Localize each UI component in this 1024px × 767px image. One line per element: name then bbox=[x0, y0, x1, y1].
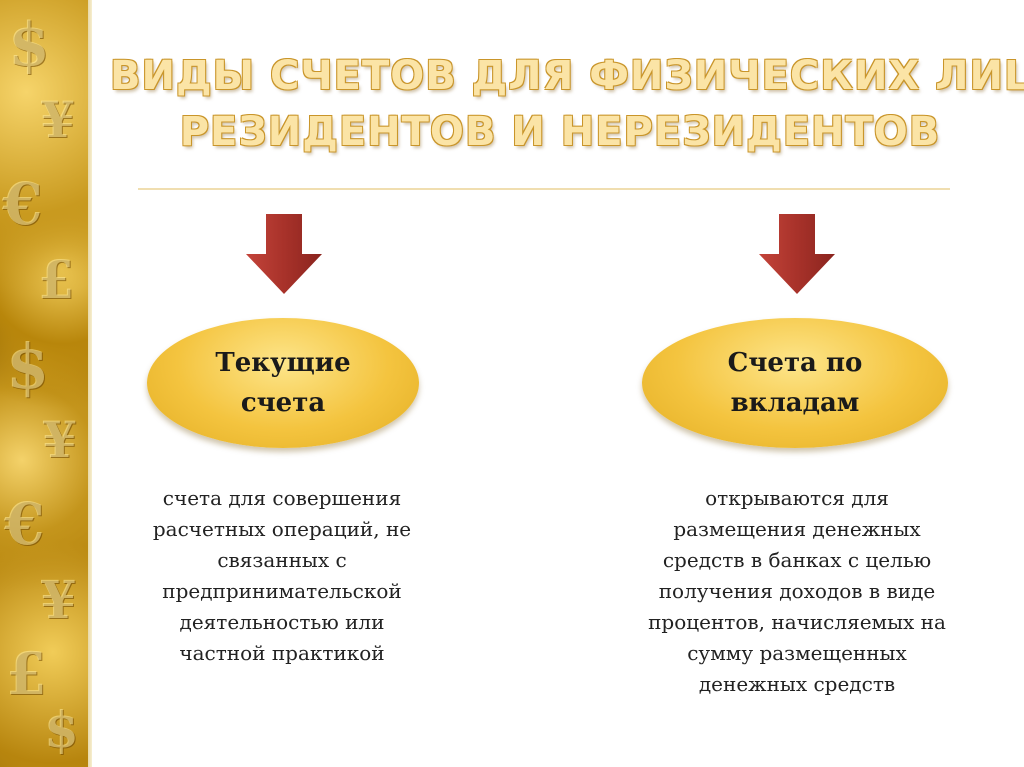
description-line: частной практикой bbox=[179, 641, 385, 665]
currency-glyph: ¥ bbox=[40, 570, 77, 631]
description-line: размещения денежных bbox=[673, 517, 921, 541]
currency-glyph: $ bbox=[6, 330, 50, 403]
description-line: деятельностью или bbox=[179, 610, 385, 634]
currency-glyph: € bbox=[2, 170, 43, 238]
deposit-accounts-node: Счета по вкладам bbox=[642, 318, 948, 448]
node-label-line: Текущие bbox=[215, 348, 351, 378]
panel-divider bbox=[88, 0, 92, 767]
current-accounts-description: счета для совершения расчетных операций,… bbox=[122, 483, 442, 669]
description-line: связанных с bbox=[217, 548, 347, 572]
currency-glyph: $ bbox=[8, 10, 50, 80]
currency-glyph: £ bbox=[6, 640, 47, 708]
description-line: предпринимательской bbox=[162, 579, 402, 603]
description-line: расчетных операций, не bbox=[152, 517, 412, 541]
arrow-down-icon bbox=[759, 214, 835, 294]
description-line: счета для совершения bbox=[162, 486, 402, 510]
current-accounts-node: Текущие счета bbox=[147, 318, 419, 448]
description-line: процентов, начисляемых на bbox=[648, 610, 946, 634]
title-line-2: РЕЗИДЕНТОВ И НЕРЕЗИДЕНТОВ bbox=[179, 109, 941, 155]
currency-glyph: ¥ bbox=[40, 90, 75, 149]
description-line: открываются для bbox=[705, 486, 889, 510]
currency-glyph: £ bbox=[38, 250, 75, 311]
description-line: сумму размещенных bbox=[687, 641, 907, 665]
arrow-down-icon bbox=[246, 214, 322, 294]
decorative-currency-panel: $ ¥ € £ $ ¥ € ¥ £ $ bbox=[0, 0, 88, 767]
node-label-line: вкладам bbox=[730, 388, 860, 418]
title-divider bbox=[138, 188, 950, 190]
currency-glyph: ¥ bbox=[42, 410, 77, 469]
description-line: средств в банках с целью bbox=[662, 548, 932, 572]
description-line: получения доходов в виде bbox=[658, 579, 936, 603]
page-title: ВИДЫ СЧЕТОВ ДЛЯ ФИЗИЧЕСКИХ ЛИЦ РЕЗИДЕНТО… bbox=[110, 48, 1024, 160]
node-label-line: счета bbox=[240, 388, 326, 418]
currency-glyph: € bbox=[4, 490, 45, 558]
description-line: денежных средств bbox=[698, 672, 896, 696]
currency-glyph: $ bbox=[44, 700, 79, 759]
node-label-line: Счета по bbox=[727, 348, 863, 378]
title-line-1: ВИДЫ СЧЕТОВ ДЛЯ ФИЗИЧЕСКИХ ЛИЦ bbox=[110, 53, 1024, 99]
deposit-accounts-description: открываются для размещения денежных сред… bbox=[622, 483, 972, 700]
